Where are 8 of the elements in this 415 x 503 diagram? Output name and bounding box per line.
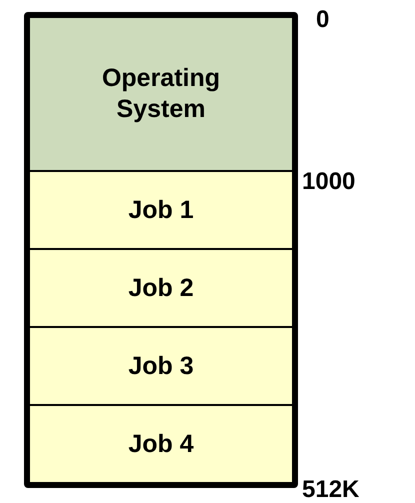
memory-partition: Job 1 — [30, 172, 292, 248]
memory-partition: Job 4 — [30, 406, 292, 482]
address-label: 0 — [316, 6, 330, 34]
memory-partition: Job 2 — [30, 250, 292, 326]
address-label: 1000 — [302, 168, 356, 196]
memory-region: Operating System — [30, 18, 292, 170]
memory-partition: Job 3 — [30, 328, 292, 404]
address-label: 512K — [302, 476, 360, 503]
